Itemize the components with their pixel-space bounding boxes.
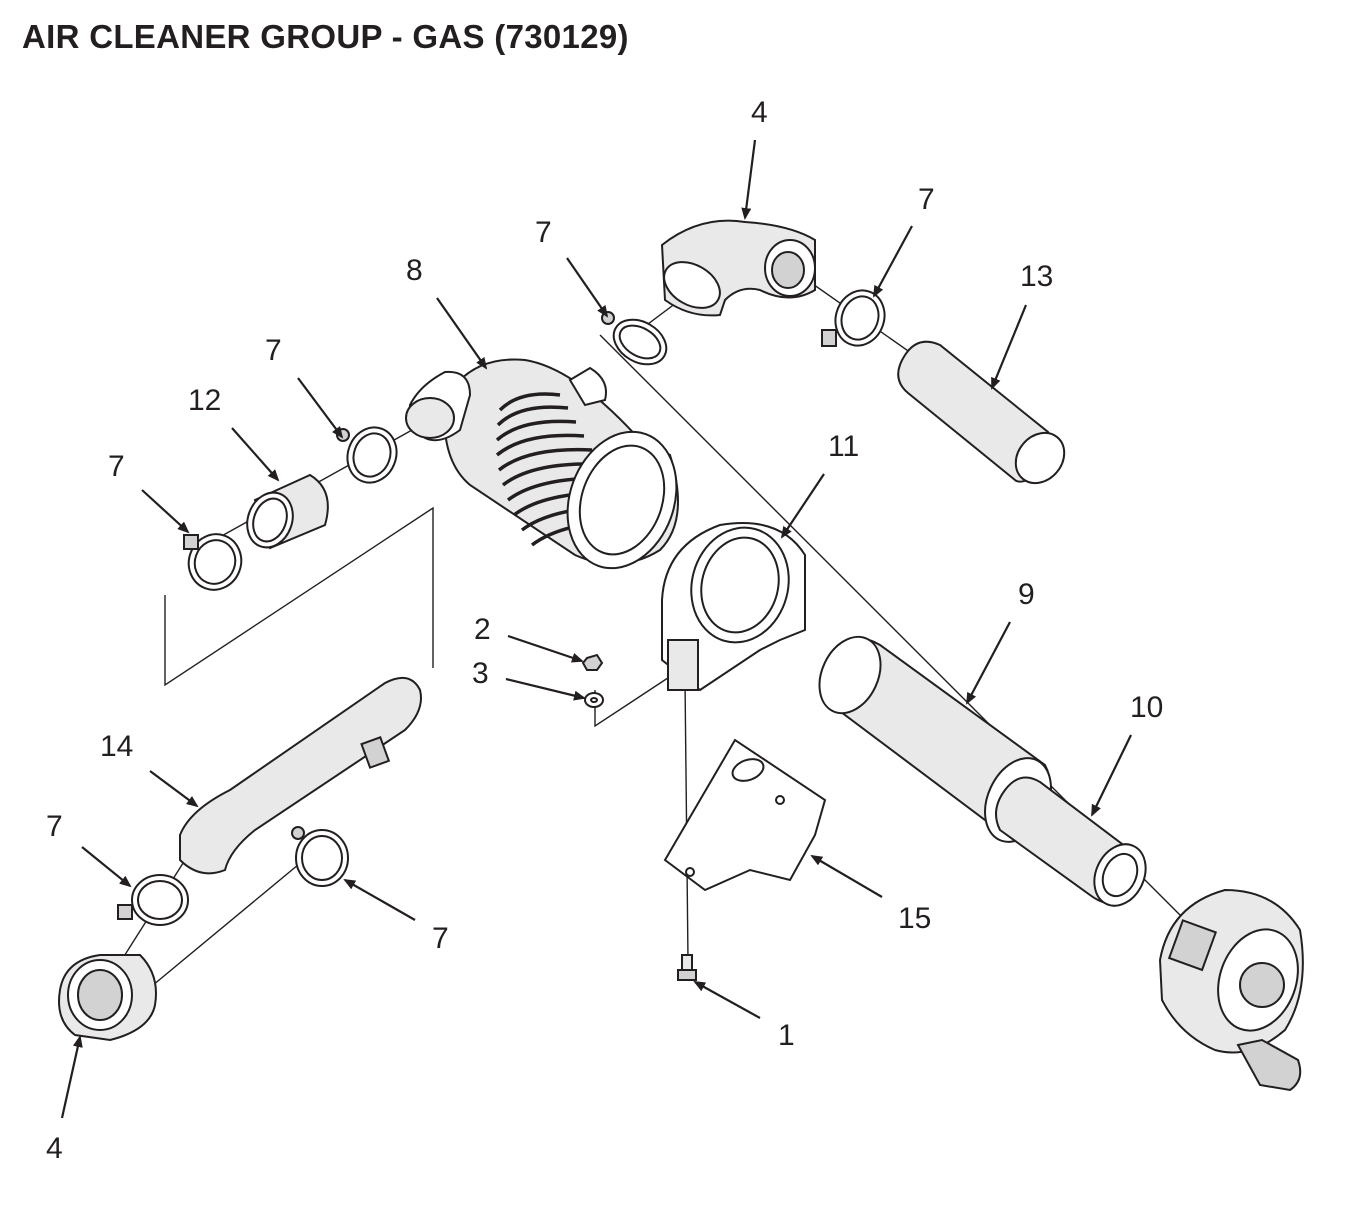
elbow-4-top (660, 219, 816, 317)
air-cleaner-housing-8 (405, 358, 679, 570)
bent-tube-14 (179, 676, 422, 875)
page-title: AIR CLEANER GROUP - GAS (730129) (22, 18, 629, 55)
callout-13: 13 (1020, 260, 1053, 293)
callout-7-left-upper: 7 (265, 334, 282, 367)
hose-clamp-7-lower-right (291, 826, 349, 887)
callout-14: 14 (100, 730, 133, 763)
end-cap (1158, 888, 1304, 1092)
callout-8: 8 (406, 254, 423, 287)
callout-7-top-middle: 7 (535, 216, 552, 249)
bolt-1 (677, 954, 697, 981)
elbow-4-bottom (58, 954, 157, 1042)
leader-lines (60, 139, 1132, 1119)
mounting-band-11 (661, 522, 806, 692)
hose-clamp-7-upper-right (821, 289, 886, 347)
assembly-centerlines (89, 274, 1196, 1011)
hose-clamp-7-lower-left (117, 874, 189, 926)
callout-9: 9 (1018, 578, 1035, 611)
callout-4-bottom: 4 (46, 1132, 63, 1165)
callout-7-top-right: 7 (918, 183, 935, 216)
hose-clamp-7-upper-left (336, 426, 398, 484)
hose-section-12 (246, 473, 329, 550)
callout-7-bottom-left: 7 (46, 810, 63, 843)
callout-2: 2 (474, 613, 491, 646)
callout-7-left-far: 7 (108, 450, 125, 483)
callout-4-top: 4 (751, 96, 768, 129)
callout-1: 1 (778, 1019, 795, 1052)
hose-clamp-7-far-left (183, 533, 243, 591)
hose-clamp-7-middle (601, 311, 668, 366)
washer-3 (584, 692, 604, 708)
callout-10: 10 (1130, 691, 1163, 724)
callout-labels: 4 7 7 13 8 7 12 7 11 9 10 2 3 14 7 7 15 … (46, 96, 1163, 1165)
nut-2 (581, 653, 604, 671)
mounting-bracket-15 (663, 738, 827, 892)
callout-12: 12 (188, 384, 221, 417)
callout-11: 11 (828, 430, 859, 463)
callout-15: 15 (898, 902, 931, 935)
callout-7-bottom-right: 7 (432, 922, 449, 955)
air-tube-13 (897, 340, 1066, 485)
callout-3: 3 (472, 657, 489, 690)
inner-filter-10 (995, 776, 1147, 907)
